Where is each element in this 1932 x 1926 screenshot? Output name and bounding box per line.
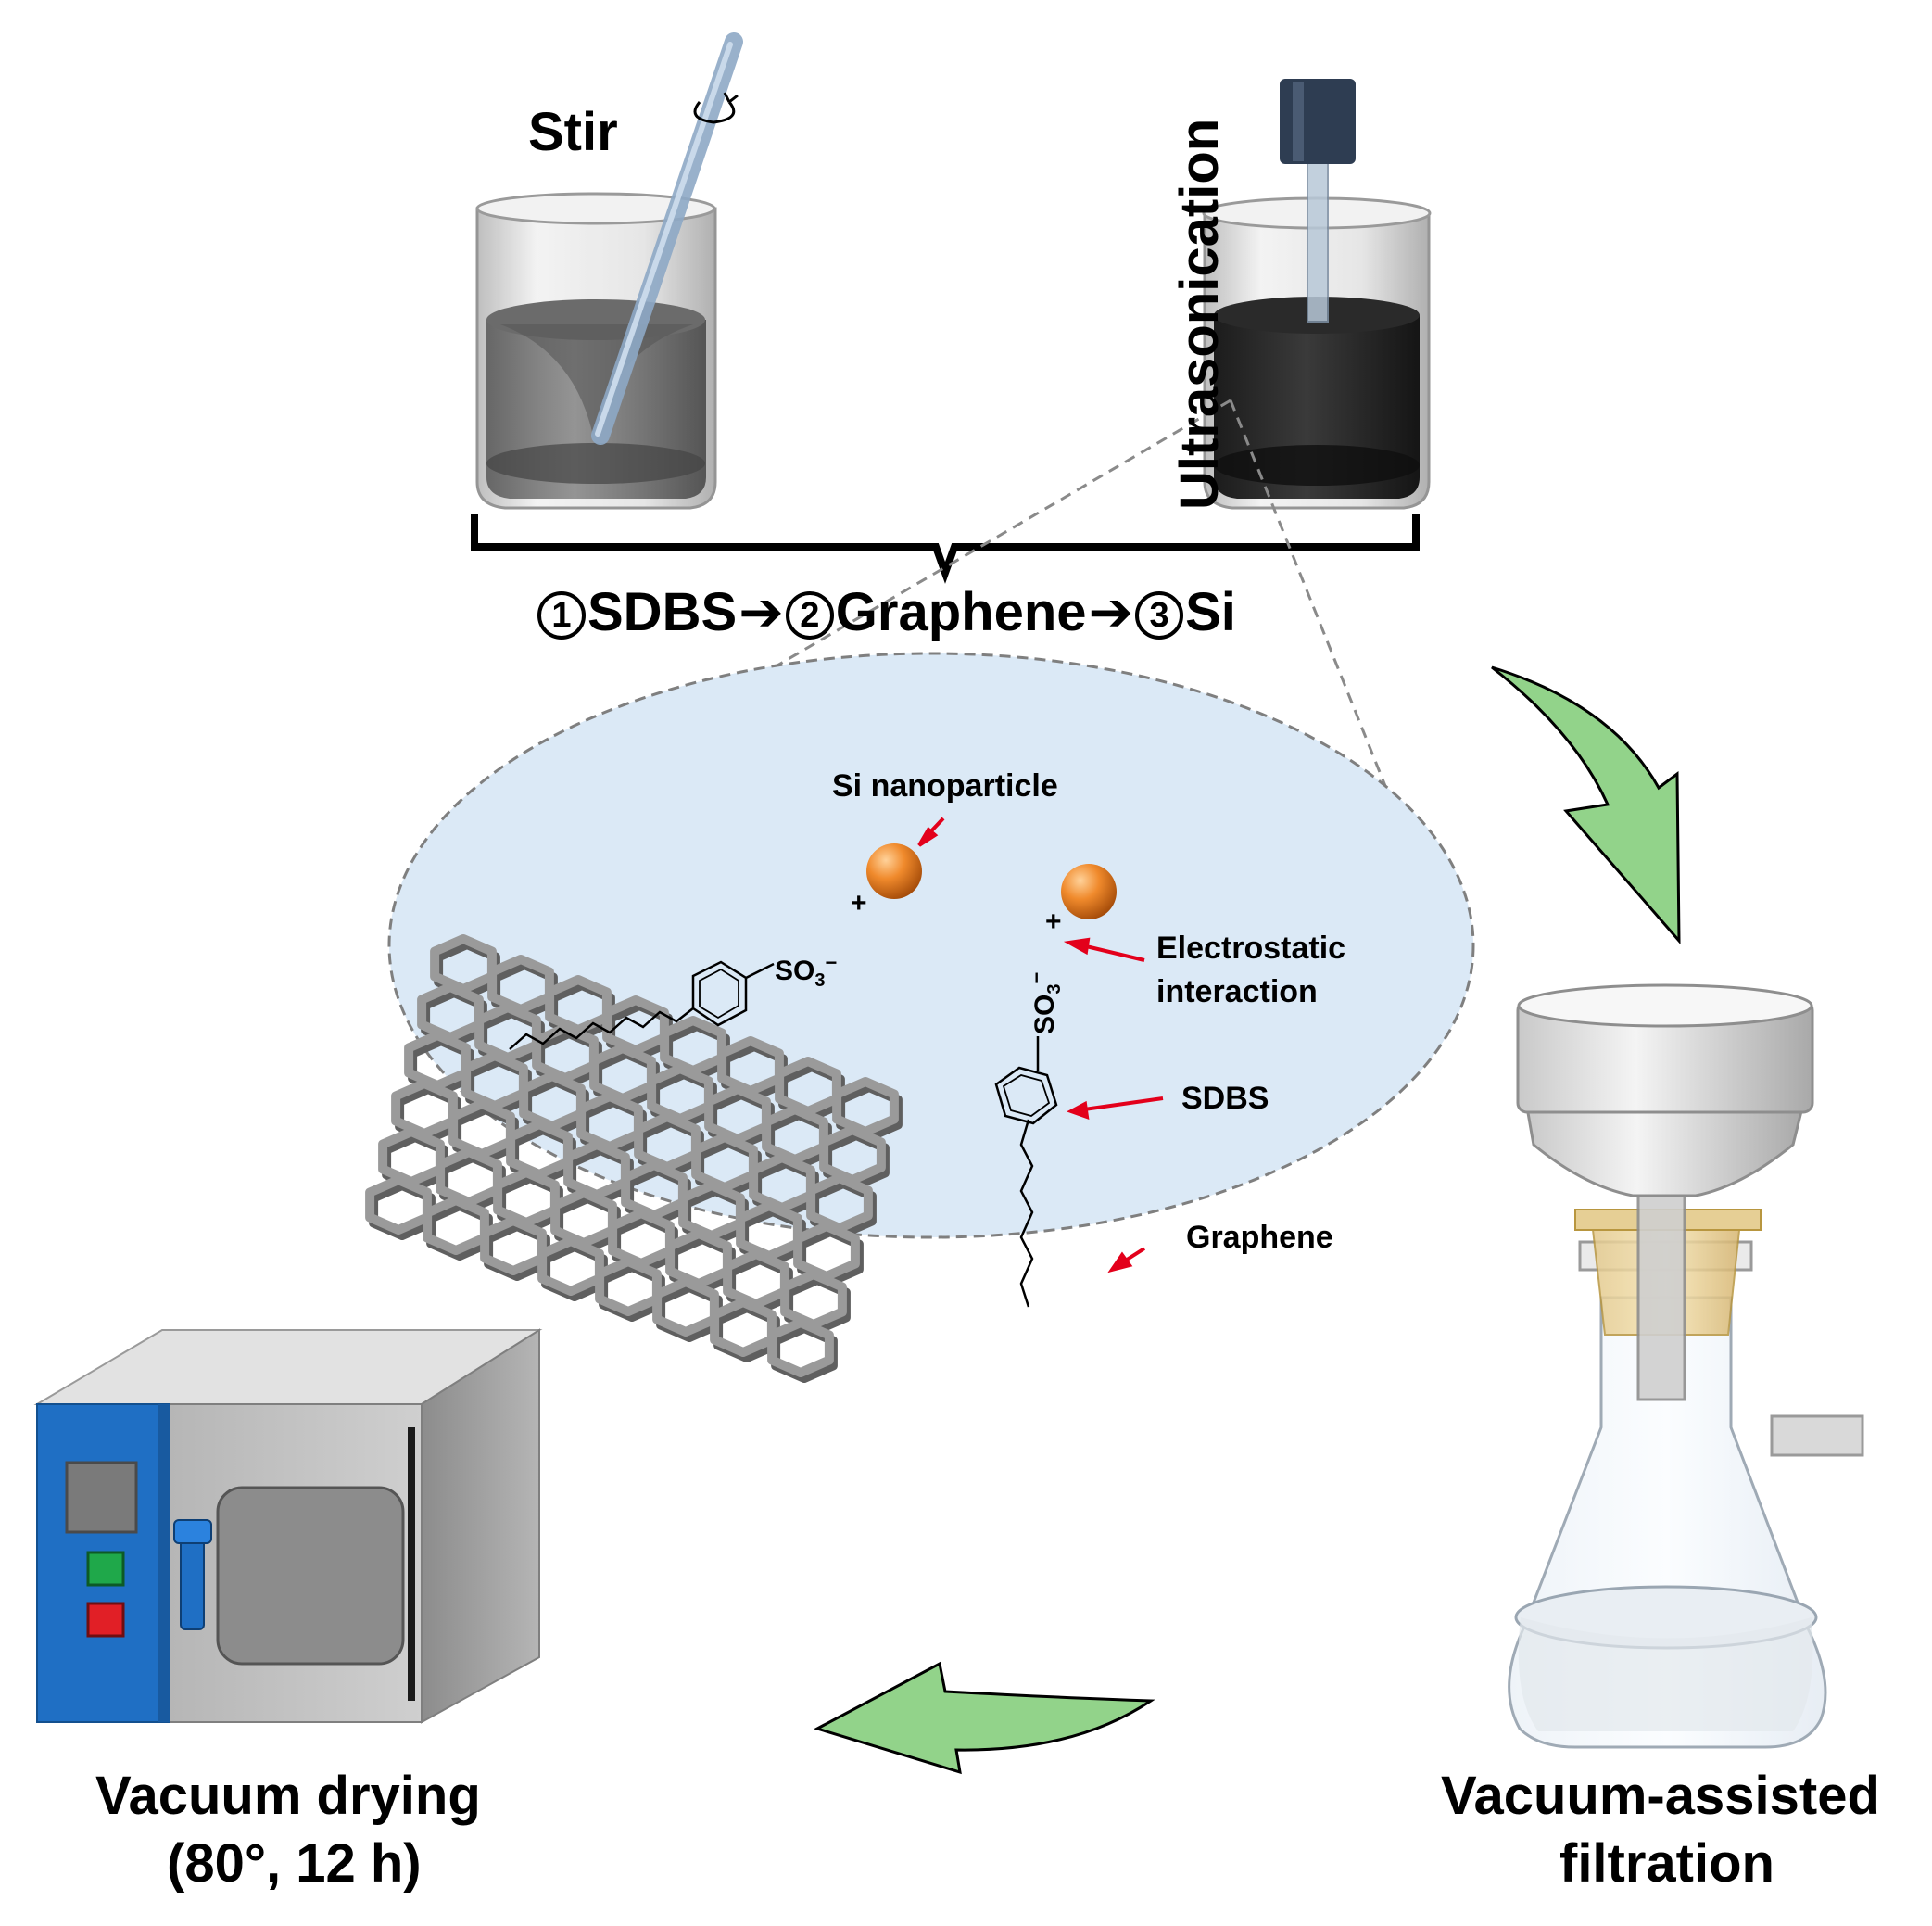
graphene-hexagon (537, 1236, 604, 1296)
step-arrow-2: ➔ (1088, 582, 1134, 642)
graphene-hexagon (710, 1298, 777, 1357)
si-nanoparticle-label: Si nanoparticle (832, 768, 1058, 804)
step-1-number: 1 (537, 591, 586, 640)
callout-arrow-si-nanoparticle (917, 817, 945, 847)
vacuum-filtration-label-line1: Vacuum-assisted (1441, 1766, 1880, 1826)
flow-arrow-to-drying (814, 1661, 1155, 1775)
zoom-line-right (1229, 399, 1447, 937)
graphene-hexagon (767, 1318, 834, 1377)
zoom-line-left (638, 399, 1231, 748)
stir-beaker (475, 32, 743, 510)
si-nanoparticle-right (1061, 864, 1117, 919)
sdbs-molecule-right (994, 1036, 1058, 1308)
plus-charge-left: + (851, 888, 867, 919)
step-arrow-1: ➔ (739, 582, 784, 642)
vacuum-drying-label-line2: (80°, 12 h) (167, 1833, 422, 1894)
sulfonate-group-left: SO3− (775, 951, 838, 991)
callout-arrow-electrostatic (1063, 937, 1145, 962)
flow-arrow-to-filtration (1491, 665, 1681, 945)
vacuum-oven (33, 1328, 543, 1724)
sulfonate-group-right: SO3− (1025, 971, 1065, 1034)
sdbs-molecule-left (509, 960, 775, 1050)
graphene-hexagon (595, 1257, 662, 1316)
graphene-hexagon (480, 1216, 547, 1275)
graphene-hexagon (652, 1277, 719, 1337)
vacuum-filtration-label-line2: filtration (1559, 1833, 1774, 1894)
step-2-number: 2 (785, 591, 834, 640)
graphene-sheet (365, 934, 903, 1383)
electrostatic-label-line1: Electrostatic (1156, 931, 1346, 966)
callout-arrow-graphene (1107, 1247, 1146, 1273)
grouping-bracket (471, 514, 1420, 584)
molecular-view-ellipse (387, 652, 1475, 1239)
si-nanoparticle-left (866, 843, 922, 899)
sdbs-label: SDBS (1181, 1081, 1269, 1116)
graphene-label: Graphene (1186, 1220, 1333, 1255)
callout-arrow-sdbs (1067, 1096, 1164, 1120)
electrostatic-label-line2: interaction (1156, 974, 1318, 1009)
ultrasonication-beaker (1202, 79, 1432, 510)
step-3-label: Si (1185, 582, 1236, 642)
vacuum-drying-label-line1: Vacuum drying (95, 1766, 481, 1826)
step-3-number: 3 (1135, 591, 1184, 640)
step-1-label: SDBS (587, 582, 738, 642)
graphene-hexagon (365, 1175, 432, 1235)
vacuum-filtration-apparatus (1508, 983, 1864, 1749)
ultrasonication-label: Ultrasonication (1169, 118, 1230, 510)
step-2-label: Graphene (835, 582, 1087, 642)
stir-label: Stir (528, 102, 618, 162)
graphene-hexagon (423, 1196, 489, 1255)
plus-charge-right: + (1045, 906, 1062, 937)
